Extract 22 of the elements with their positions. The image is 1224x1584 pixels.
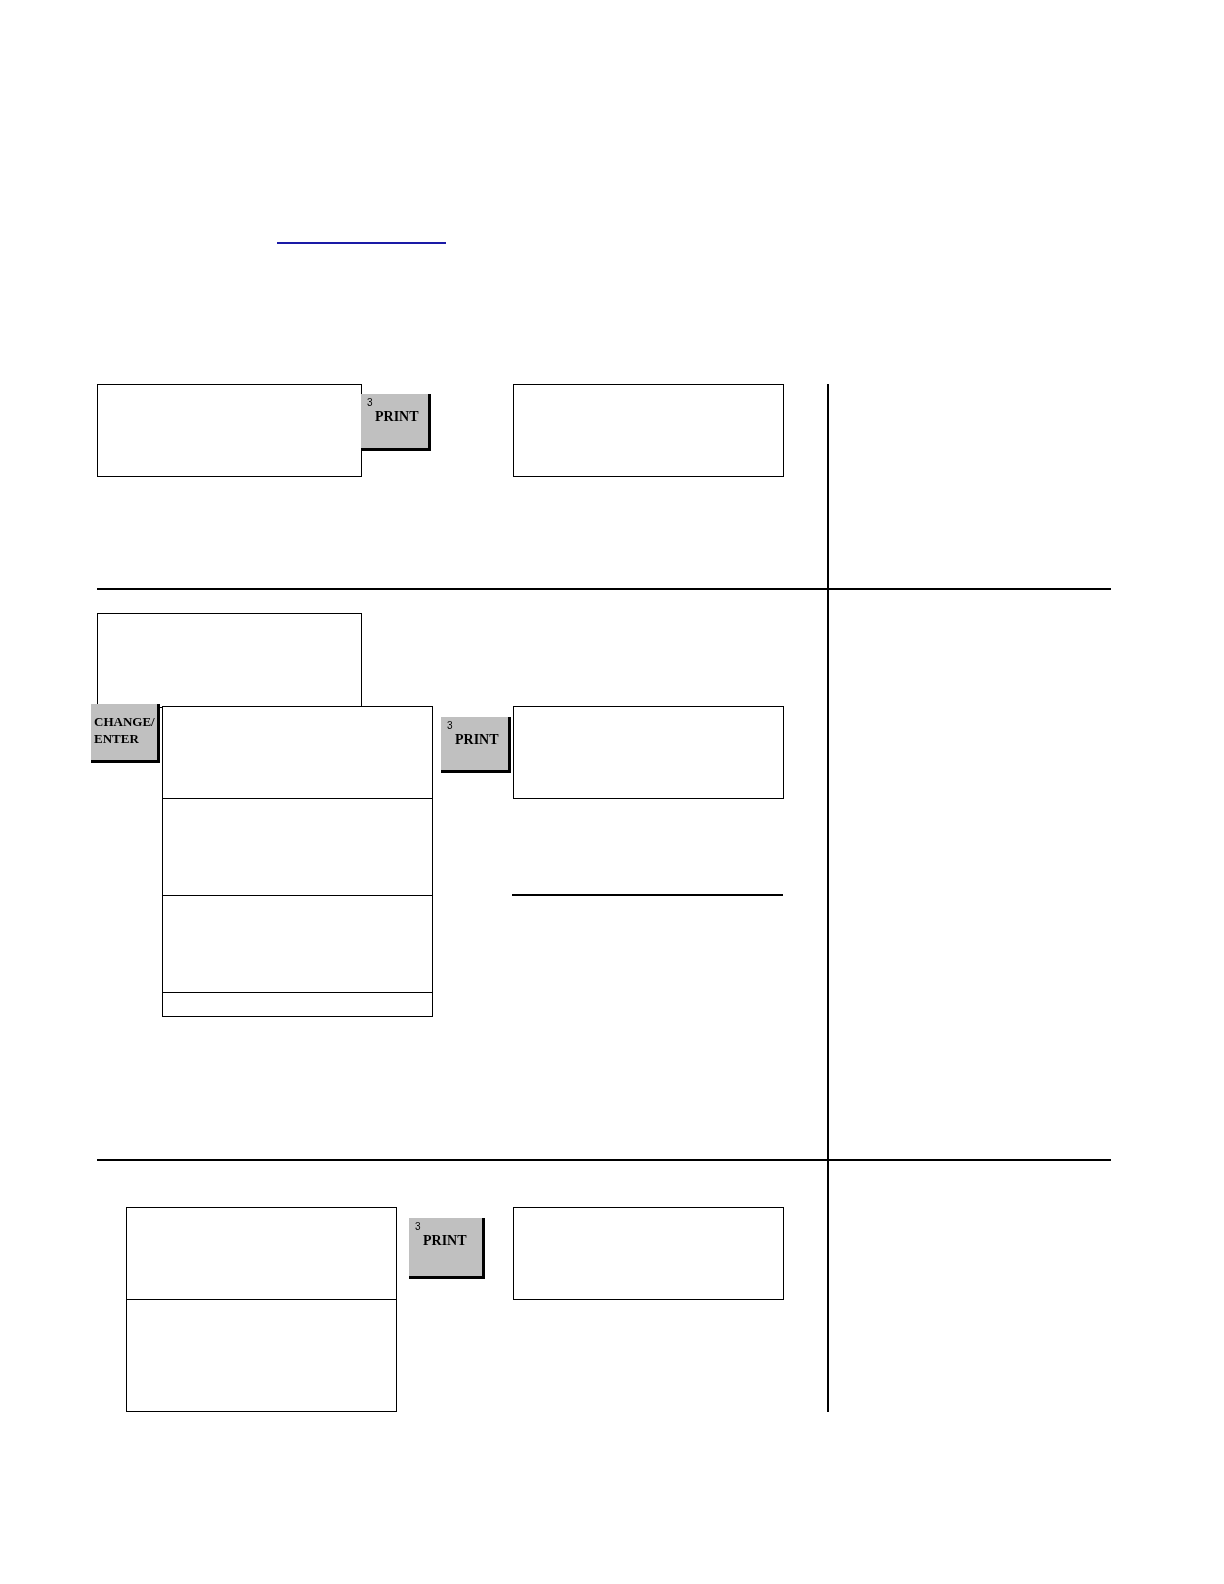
display-box [513,384,784,477]
key-number: 3 [415,1221,421,1232]
display-box [126,1207,397,1300]
keypad-key [441,717,511,773]
display-box [513,1207,784,1300]
keypad-key [91,704,160,763]
key-label: CHANGE/ ENTER [94,713,156,747]
display-box [513,706,784,799]
key-label: PRINT [375,409,419,425]
key-number: 3 [367,397,373,408]
display-box [126,1299,397,1412]
keypad-key [361,394,431,451]
display-box [162,992,433,1017]
display-box [162,798,433,896]
key-label: PRINT [423,1233,467,1249]
keypad-key [409,1218,485,1279]
display-box [97,384,362,477]
display-box [162,895,433,993]
display-box [97,613,362,708]
display-box [162,706,433,799]
key-number: 3 [447,720,453,731]
key-label: PRINT [455,732,499,748]
